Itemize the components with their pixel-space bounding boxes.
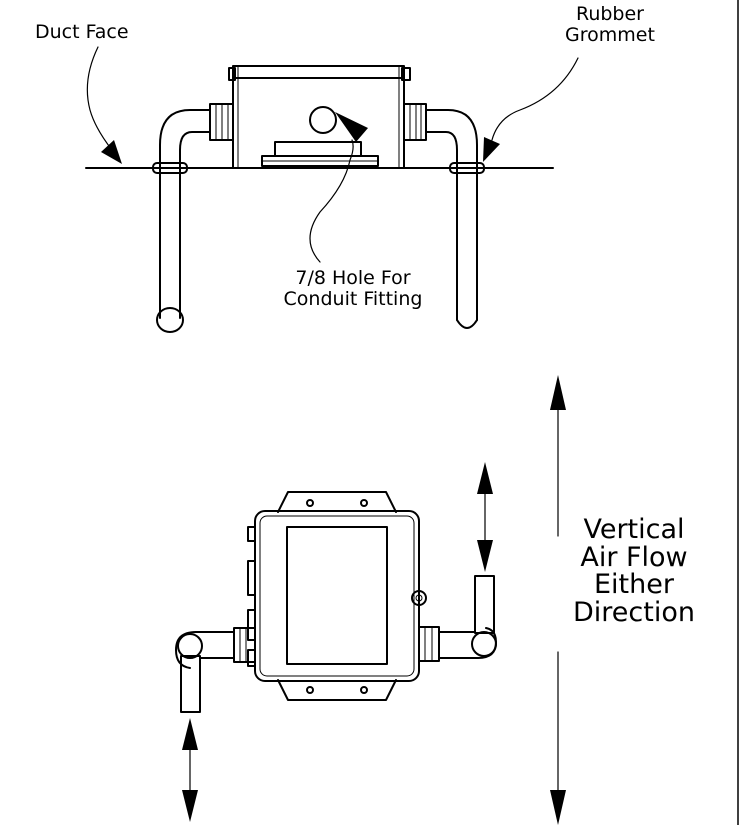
front-right-fitting	[418, 626, 440, 662]
right-probe-tube	[425, 109, 478, 329]
duct-face-label: Duct Face	[35, 21, 129, 43]
airflow-label-line4: Direction	[573, 596, 695, 628]
airflow-label-line1: Vertical	[583, 514, 685, 545]
airflow-label-line2: Air Flow	[580, 541, 688, 573]
enclosure-front	[254, 510, 420, 682]
rubber-label: Rubber	[575, 3, 644, 25]
duct-face-leader	[86, 46, 122, 164]
left-probe-tube	[156, 109, 211, 333]
rubber-grommet-label: Rubber Grommet	[555, 4, 665, 45]
left-probe-arrow	[182, 718, 198, 822]
airflow-label-line3: Either	[594, 569, 674, 601]
latch	[411, 590, 427, 606]
right-probe-arrow	[477, 462, 493, 572]
conduit-hole-label: 7/8 Hole For Conduit Fitting	[268, 268, 438, 309]
bottom-mount-tab	[277, 679, 397, 701]
airflow-arrow	[550, 375, 566, 825]
front-view	[175, 375, 566, 825]
conduit-hole	[309, 106, 337, 134]
grommet-label: Grommet	[565, 23, 655, 46]
hole-label-line2: Conduit Fitting	[283, 287, 423, 310]
airflow-label: Vertical Air Flow Either Direction	[550, 516, 718, 626]
left-fitting	[209, 103, 234, 141]
front-left-fitting	[233, 627, 256, 663]
front-left-probe	[175, 631, 235, 713]
grommet-leader	[483, 57, 579, 162]
left-grommet	[152, 162, 188, 174]
front-right-probe	[438, 575, 497, 659]
enclosure-side	[228, 65, 411, 169]
hole-leader	[309, 112, 368, 263]
hole-label-line1: 7/8 Hole For	[295, 267, 411, 289]
side-view	[85, 46, 579, 333]
top-mount-tab	[277, 491, 397, 513]
right-grommet	[449, 162, 485, 174]
display-window	[286, 526, 388, 665]
hinges	[247, 526, 256, 667]
right-fitting	[403, 103, 427, 141]
